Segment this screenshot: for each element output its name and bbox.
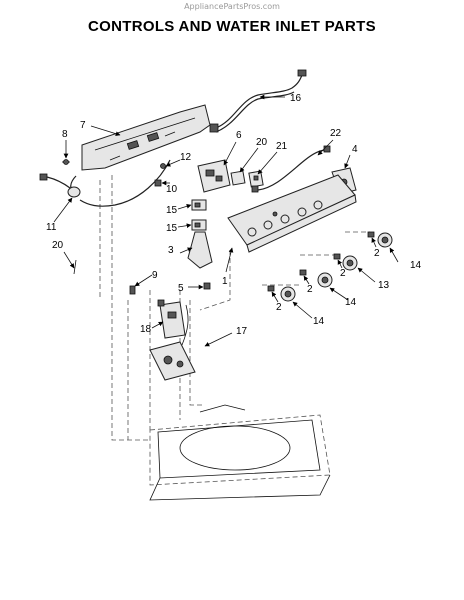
clip-10 [154, 179, 162, 187]
callout-3: 3 [168, 245, 174, 256]
spring-2b [333, 253, 341, 260]
power-cord-11 [39, 159, 171, 207]
watermark: AppliancePartsPros.com [184, 2, 280, 11]
switch-21 [248, 170, 264, 188]
callout-18: 18 [140, 324, 152, 335]
water-valve-assembly-17 [149, 304, 196, 381]
callout-2a: 2 [374, 248, 380, 259]
callout-4: 4 [352, 144, 358, 155]
control-board-6 [197, 159, 231, 193]
pressure-switch-15b [191, 219, 207, 231]
screw-8 [62, 159, 70, 165]
cabinet-top [149, 404, 331, 501]
callout-12: 12 [180, 152, 192, 163]
leader-lines [53, 94, 399, 347]
callout-14b: 14 [345, 297, 357, 308]
callout-6: 6 [236, 130, 242, 141]
callout-20-top: 20 [256, 137, 268, 148]
callout-labels: 16 7 8 6 20 21 22 4 12 10 11 15 15 20 3 … [46, 93, 422, 337]
callout-17: 17 [236, 326, 248, 337]
callout-14a: 14 [410, 260, 422, 271]
console-panel-1 [227, 174, 357, 253]
wire-harness-16 [209, 69, 307, 133]
inlet-valve-18 [157, 299, 186, 339]
callout-8: 8 [62, 129, 68, 140]
bracket-3 [187, 231, 213, 269]
knob-14c [280, 286, 296, 302]
knob-13 [342, 255, 358, 271]
callout-15b: 15 [166, 223, 178, 234]
callout-7: 7 [80, 120, 86, 131]
callout-20-left: 20 [52, 240, 64, 251]
spring-2d [267, 285, 275, 292]
knob-14b [317, 272, 333, 288]
pressure-switch-15a [191, 199, 207, 211]
switch-20 [230, 170, 246, 186]
knob-14a [377, 232, 393, 248]
callout-21: 21 [276, 141, 288, 152]
callout-14c: 14 [313, 316, 325, 327]
spring-2c [299, 269, 307, 276]
callout-9: 9 [152, 270, 158, 281]
console-backguard-7 [81, 104, 211, 171]
callout-15a: 15 [166, 205, 178, 216]
diagram-title: CONTROLS AND WATER INLET PARTS [88, 18, 376, 35]
callout-5: 5 [178, 283, 184, 294]
callout-10: 10 [166, 184, 178, 195]
assembly-guides [99, 175, 370, 441]
screw-9 [129, 285, 136, 295]
callout-16: 16 [290, 93, 302, 104]
screw-12 [160, 163, 166, 169]
callout-1: 1 [222, 276, 228, 287]
callout-2c: 2 [307, 284, 313, 295]
callout-11: 11 [46, 222, 57, 233]
callout-2d: 2 [276, 302, 282, 313]
callout-22: 22 [330, 128, 342, 139]
spring-2a [367, 231, 375, 238]
callout-13: 13 [378, 280, 390, 291]
clip-5 [203, 282, 211, 290]
callout-2b: 2 [340, 268, 346, 279]
